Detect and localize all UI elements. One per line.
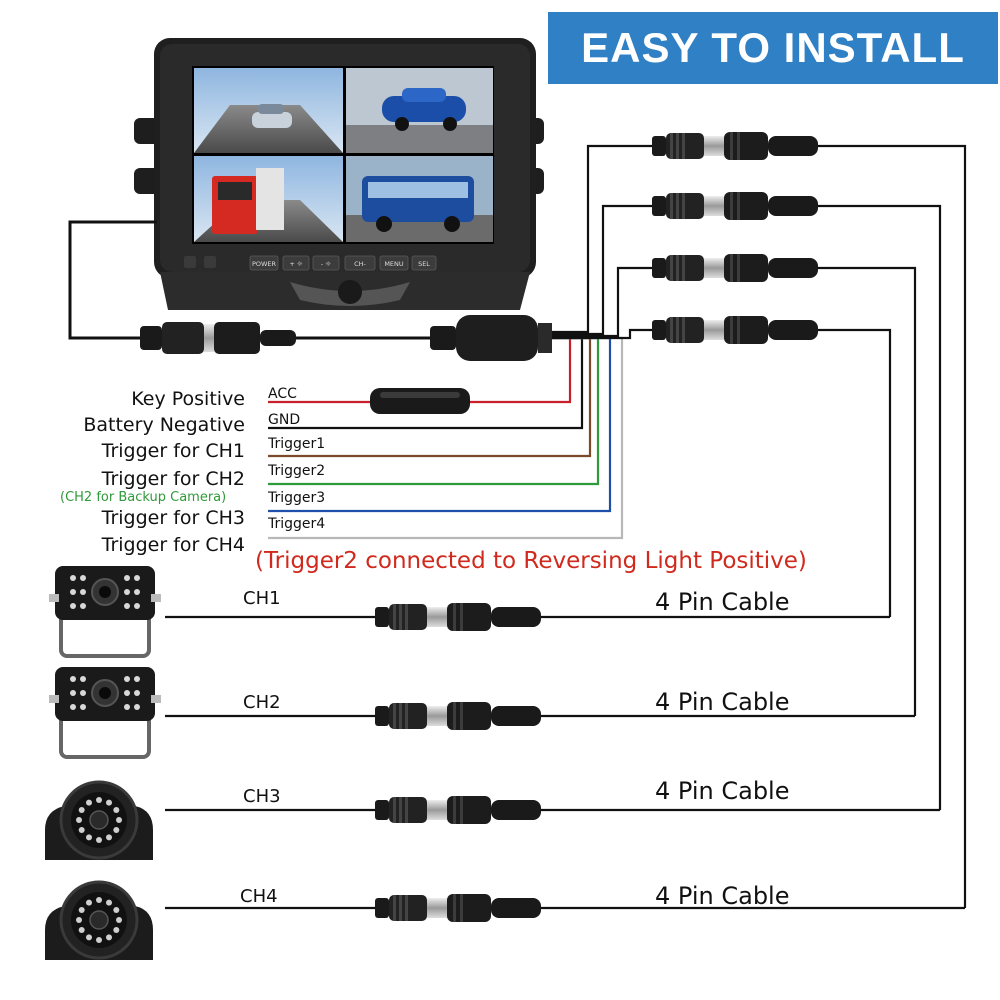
ch-connector-1 [375,702,541,730]
feed-drop-0 [818,144,967,908]
label-battery-negative: Battery Negative [83,414,245,436]
monitor-button-2: - ☼ [312,255,340,271]
inline-fuse [370,388,470,414]
feed-line-0 [552,144,652,334]
channel-label-ch4: CH4 [240,886,278,907]
cable-label-ch3: 4 Pin Cable [655,777,790,805]
monitor-button-1: + ☼ [282,255,310,271]
power-harness [68,220,552,361]
feed-drop-2 [818,266,917,716]
cable-label-ch4: 4 Pin Cable [655,882,790,910]
trigger2-note: (Trigger2 connected to Reversing Light P… [255,548,807,574]
channel-cables [165,603,965,922]
aviation-connector-1 [652,192,818,220]
banner-title: EASY TO INSTALL [581,24,965,71]
square-camera-1 [49,566,161,658]
svg-text:- ☼: - ☼ [321,260,331,268]
svg-text:CH-: CH- [354,260,366,268]
wire-label-trigger4: Trigger4 [268,516,326,532]
svg-text:POWER: POWER [252,260,277,268]
wire-label-gnd: GND [268,412,301,428]
svg-text:+ ☼: + ☼ [289,260,303,268]
dome-camera-3 [45,780,153,860]
aviation-connector-2 [652,254,818,282]
feed-drop-3 [818,328,892,617]
wire-label-trigger2: Trigger2 [268,463,326,479]
camera-feed-cables [552,132,967,908]
svg-text:SEL: SEL [418,260,430,268]
monitor-button-3: CH- [344,255,376,271]
camera-group [45,566,161,960]
wire-label-acc: ACC [268,386,297,402]
monitor-button-4: MENU [379,255,409,271]
channel-label-ch2: CH2 [243,692,281,713]
label-trigger-ch4: Trigger for CH4 [101,534,245,556]
cable-label-ch1: 4 Pin Cable [655,588,790,616]
channel-label-ch3: CH3 [243,786,281,807]
easy-to-install-banner: EASY TO INSTALL [548,12,998,84]
label-trigger-ch3: Trigger for CH3 [101,507,245,529]
label-ch2-backup-note: (CH2 for Backup Camera) [60,490,227,505]
cable-label-ch2: 4 Pin Cable [655,688,790,716]
label-key-positive: Key Positive [131,388,245,410]
wire-label-trigger1: Trigger1 [268,436,326,452]
wire-label-trigger3: Trigger3 [268,490,326,506]
feed-line-3 [552,328,652,340]
ch-connector-3 [375,894,541,922]
aviation-connector-3 [652,316,818,344]
monitor-button-row: POWER + ☼ - ☼ CH- MENU SEL [249,255,437,271]
label-trigger-ch1: Trigger for CH1 [101,440,245,462]
channel-label-ch1: CH1 [243,588,281,609]
monitor-button-5: SEL [411,255,437,271]
ch-connector-2 [375,796,541,824]
dome-camera-4 [45,880,153,960]
ch-connector-0 [375,603,541,631]
svg-text:MENU: MENU [384,260,404,268]
feed-line-2 [552,266,652,338]
square-camera-2 [49,667,161,759]
monitor-button-0: POWER [249,255,279,271]
feed-line-1 [552,204,652,336]
label-trigger-ch2: Trigger for CH2 [101,468,245,490]
feed-drop-1 [818,204,942,810]
aviation-connector-0 [652,132,818,160]
monitor: POWER + ☼ - ☼ CH- MENU SEL [134,38,544,310]
